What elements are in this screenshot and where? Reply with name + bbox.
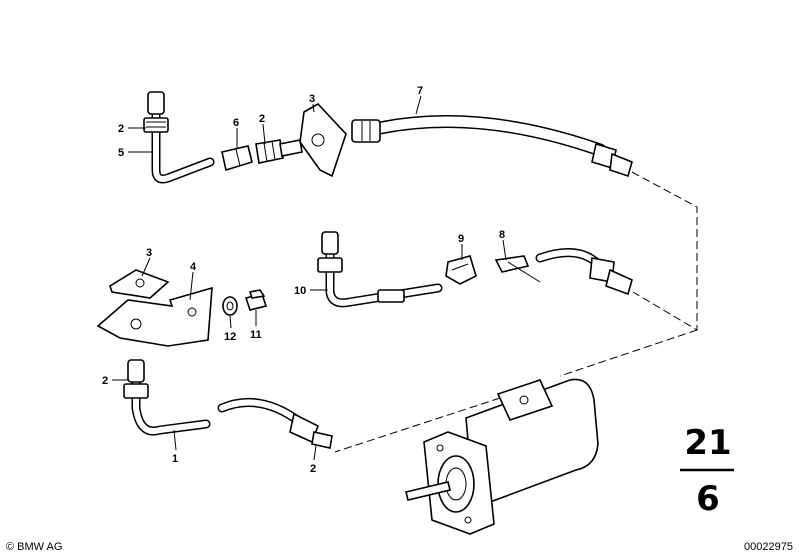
- part-4-support-plate: [96, 286, 213, 347]
- callout-2: 2: [118, 123, 124, 135]
- callout-9: 9: [458, 233, 464, 245]
- callout-3: 3: [309, 93, 315, 105]
- part-8-clamp: [494, 255, 541, 283]
- part-6-coupling: [221, 145, 253, 172]
- callout-8: 8: [499, 229, 505, 241]
- pipe-segment-right: [535, 248, 633, 296]
- callout-10: 10: [294, 285, 306, 297]
- callout-2: 2: [310, 463, 316, 475]
- callout-4: 4: [190, 261, 197, 273]
- copyright-text: © BMW AG: [6, 541, 63, 553]
- group-number-sub: 6: [696, 479, 720, 519]
- part-5-pipe: [143, 91, 215, 184]
- part-1-pipe: [123, 359, 211, 436]
- part-10-pipe: [317, 231, 443, 308]
- callout-7: 7: [417, 85, 423, 97]
- callout-6: 6: [233, 117, 239, 129]
- part-7-hose: [351, 115, 633, 178]
- connection-lines: [334, 171, 698, 453]
- document-number: 00022975: [744, 541, 793, 553]
- part-9-clip: [445, 255, 477, 285]
- part-3-bracket-mid: [109, 269, 170, 299]
- callout-11: 11: [250, 329, 262, 341]
- callout-2: 2: [259, 113, 265, 125]
- group-number: 21 6: [680, 423, 734, 519]
- part-2-union-nut-lower: [311, 431, 333, 449]
- callout-3: 3: [146, 247, 152, 259]
- part-11-screw: [244, 289, 268, 311]
- callout-12: 12: [224, 331, 236, 343]
- leader-lines: [112, 95, 507, 461]
- pipe-segment-lower: [217, 398, 320, 444]
- callout-1: 1: [172, 453, 178, 465]
- part-12-washer: [222, 296, 238, 316]
- group-number-main: 21: [684, 423, 731, 463]
- callout-5: 5: [118, 147, 124, 159]
- part-2-union-nut-top: [255, 139, 303, 164]
- callout-labels: 2 5 6 2 3 7 3 4 12 11 10 9 8 2 1 2: [102, 85, 505, 475]
- callout-2: 2: [102, 375, 108, 387]
- part-3-bracket-top: [299, 102, 347, 178]
- clutch-slave-cylinder: [405, 378, 599, 535]
